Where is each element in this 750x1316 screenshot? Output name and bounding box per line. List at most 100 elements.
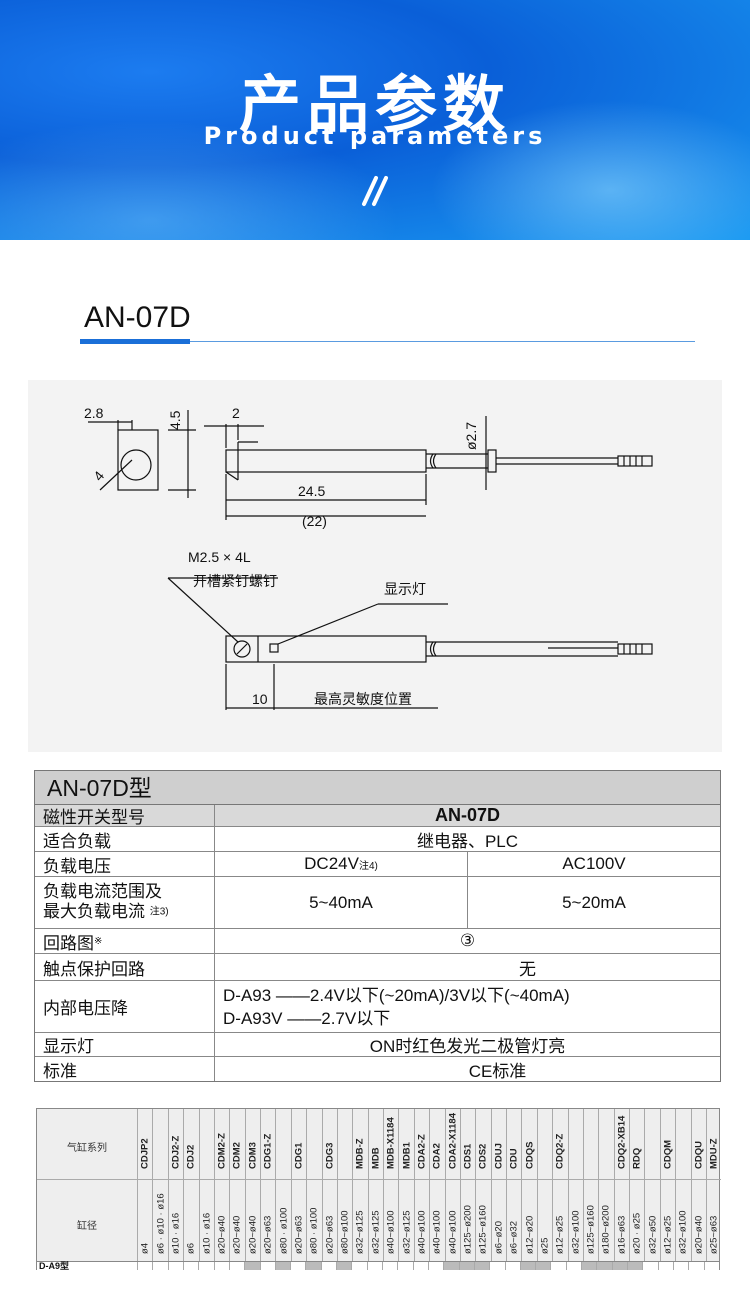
bore-size: ø40~ø100: [385, 1210, 397, 1254]
series-name: CDM2-Z: [216, 1133, 228, 1169]
compat-cell: [305, 1262, 321, 1270]
compat-cell: [489, 1262, 504, 1270]
compat-column: ø10 · ø16: [198, 1109, 214, 1261]
compat-column: ø180~ø200: [598, 1109, 613, 1261]
series-name: CDQ2-Z: [554, 1133, 566, 1169]
series-name: MDB1: [401, 1142, 413, 1169]
spec-table-header: AN-07D型: [35, 771, 720, 805]
compat-cell: [290, 1262, 305, 1270]
compat-column: CDQU ø20~ø40: [690, 1109, 706, 1261]
compat-column: ø6 · ø10 · ø16: [152, 1109, 167, 1261]
drop-label: 内部电压降: [35, 981, 215, 1032]
bore-size: ø6~ø20: [493, 1220, 505, 1254]
compat-cell: [213, 1262, 229, 1270]
load-value: 继电器、PLC: [416, 831, 519, 851]
bore-size: ø40~ø100: [431, 1210, 443, 1254]
series-name: CDQU: [693, 1141, 705, 1169]
compat-cell: [688, 1262, 703, 1270]
bore-size: ø80 · ø100: [278, 1207, 290, 1254]
compat-cell: [320, 1262, 336, 1270]
compat-column: ø80 · ø100: [306, 1109, 321, 1261]
bore-size: ø40~ø100: [447, 1210, 459, 1254]
compat-column: CDQ2-XB14 ø16~ø63: [613, 1109, 629, 1261]
compat-cell: [504, 1262, 520, 1270]
series-name: CDG3: [324, 1142, 336, 1169]
compat-cell: [182, 1262, 198, 1270]
series-name: CDJ2: [185, 1144, 197, 1169]
compat-footer-row: D-A9型: [37, 1261, 719, 1271]
spec-row-protection: 触点保护回路 无: [35, 954, 720, 981]
compat-column: CDJ2 ø6: [183, 1109, 198, 1261]
compat-cell: [427, 1262, 443, 1270]
compat-cell: [228, 1262, 244, 1270]
bore-size: ø20~ø40: [693, 1215, 705, 1254]
compat-cell: [336, 1262, 352, 1270]
title-underline-accent: [80, 339, 190, 344]
compat-cell: [412, 1262, 428, 1270]
current-ac: 5~20mA: [562, 892, 626, 912]
bore-size: ø20~ø63: [262, 1215, 274, 1254]
compat-cell: [137, 1262, 152, 1270]
voltage-ac: AC100V: [562, 854, 626, 873]
compat-cell: [351, 1262, 366, 1270]
circuit-label: 回路图※: [35, 929, 215, 953]
compat-cell: [672, 1262, 688, 1270]
dimension-drawing: 2.8 4.5 4 2 ø2.7 24.5 (22) M2.5 × 4L 开槽紧…: [28, 380, 722, 752]
bore-size: ø40~ø100: [416, 1210, 428, 1254]
bore-size: ø4: [139, 1242, 151, 1254]
bore-size: ø32~ø50: [647, 1215, 659, 1254]
standard-value: CE标准: [468, 1061, 527, 1081]
dim-2-8: 2.8: [84, 405, 104, 421]
title-underline: [80, 341, 695, 342]
bore-size: ø6: [185, 1242, 197, 1254]
voltage-dc-note: 注4): [358, 860, 378, 872]
model-title: AN-07D: [84, 301, 191, 334]
bore-size: ø125~ø200: [462, 1205, 474, 1254]
series-name: RDQ: [631, 1147, 643, 1169]
bore-size: ø20~ø40: [231, 1215, 243, 1254]
bore-size: ø125~ø160: [477, 1205, 489, 1254]
series-name: CDQ2-XB14: [616, 1115, 628, 1169]
spec-table: AN-07D型 磁性开关型号 AN-07D 适合负载 继电器、PLC 负载电压 …: [34, 770, 721, 1082]
lamp-label: 显示灯: [35, 1033, 215, 1056]
bore-size: ø125~ø160: [585, 1205, 597, 1254]
spec-row-model: 磁性开关型号 AN-07D: [35, 805, 720, 827]
bore-size: ø32~ø100: [570, 1210, 582, 1254]
compat-cell: [274, 1262, 291, 1270]
bore-size: ø12~ø25: [554, 1215, 566, 1254]
compat-cell: [382, 1262, 397, 1270]
circuit-value: ③: [459, 931, 476, 950]
row-label: D-A9型: [39, 1261, 70, 1271]
spec-row-circuit: 回路图※ ③: [35, 929, 720, 954]
series-name: CDM3: [247, 1142, 259, 1169]
dim-22: (22): [302, 513, 327, 529]
bore-size: ø10 · ø16: [201, 1212, 213, 1254]
compat-cell: [152, 1262, 167, 1270]
banner-title: 产品参数: [238, 68, 511, 141]
compat-cell: [565, 1262, 581, 1270]
protection-label: 触点保护回路: [35, 954, 215, 980]
bore-size: ø80~ø100: [339, 1210, 351, 1254]
compat-cell: [473, 1262, 490, 1270]
compat-cell: [167, 1262, 183, 1270]
protection-value: 无: [519, 959, 536, 979]
compat-cell: [519, 1262, 536, 1270]
bore-size: ø16~ø63: [616, 1215, 628, 1254]
bore-size: ø32~ø100: [677, 1210, 689, 1254]
bore-size: ø20~ø63: [324, 1215, 336, 1254]
series-name: MDU-Z: [708, 1138, 720, 1169]
compat-cell: [627, 1262, 643, 1270]
series-label: 气缸系列: [67, 1143, 107, 1154]
